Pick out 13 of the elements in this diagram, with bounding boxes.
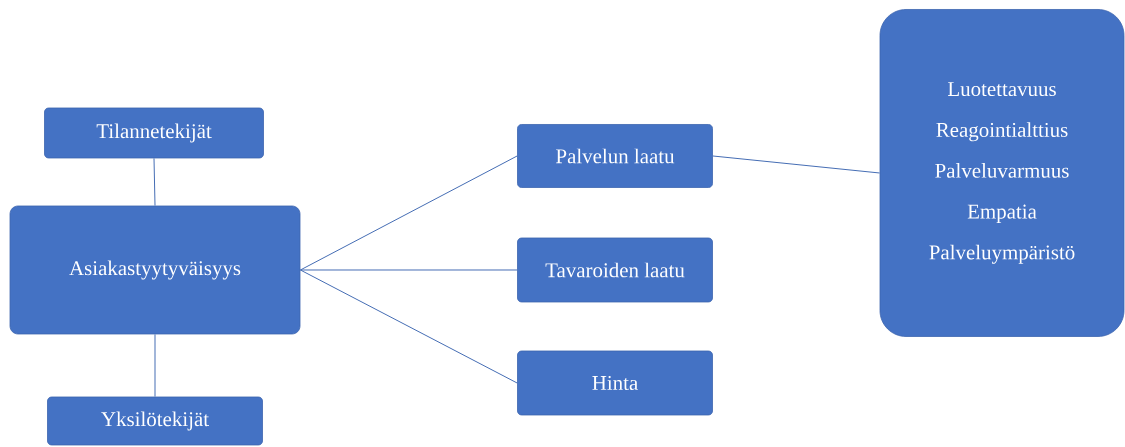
- process-box: Hinta: [517, 350, 713, 416]
- list-box: Luotettavuus Reagointialttius Palveluvarmuus Empatia Palveluympäristö: [879, 9, 1125, 337]
- connector-line: [712, 155, 881, 174]
- process-box: Asiakastyytyväisyys: [9, 205, 301, 335]
- process-box: Yksilötekijät: [47, 396, 263, 446]
- process-box: Tilannetekijät: [44, 107, 264, 159]
- process-box: Palvelun laatu: [517, 124, 713, 188]
- connector-line: [154, 333, 156, 398]
- connector-line: [299, 269, 518, 384]
- process-box: Tavaroiden laatu: [517, 237, 713, 303]
- connector-line: [299, 269, 518, 271]
- connector-line: [153, 157, 156, 207]
- connector-line: [299, 155, 518, 271]
